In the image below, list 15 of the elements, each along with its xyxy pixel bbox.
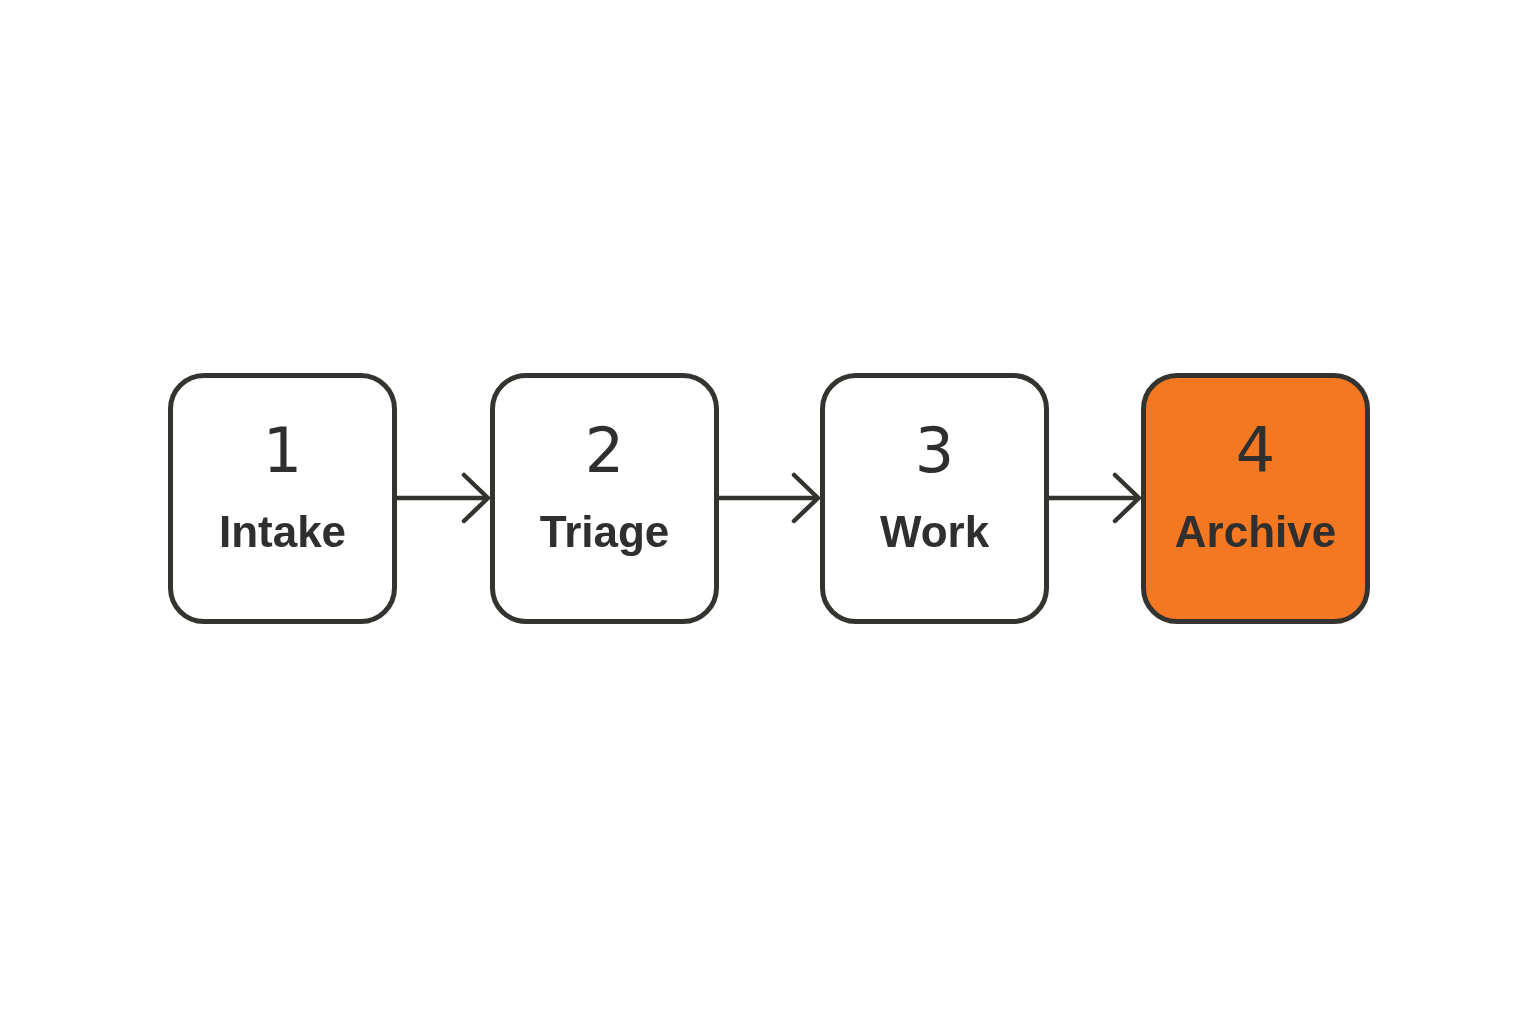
step-label: Archive [1174, 510, 1337, 554]
step-label: Triage [539, 510, 670, 554]
step-label: Intake [218, 510, 347, 554]
step-label: Work [879, 510, 990, 554]
step-box [820, 373, 1049, 624]
step-box [168, 373, 397, 624]
step-number: 2 [584, 420, 625, 482]
highlighted-step-box [1141, 373, 1370, 624]
arrow [397, 472, 491, 524]
step-number: 4 [1235, 420, 1276, 482]
step-box [490, 373, 719, 624]
step-number: 3 [914, 420, 955, 482]
arrow [719, 472, 821, 524]
step-number: 1 [262, 420, 303, 482]
arrow [1049, 472, 1142, 524]
